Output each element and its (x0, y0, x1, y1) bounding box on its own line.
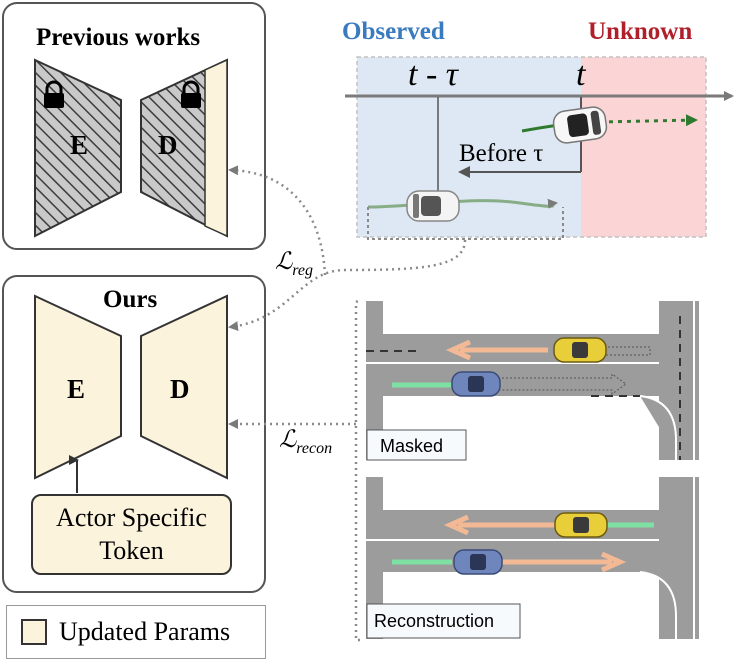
car-icon (406, 190, 460, 222)
car-icon (451, 371, 501, 397)
t-minus-tau-label: t - τ (408, 56, 458, 93)
masked-offroad-top (383, 301, 659, 334)
car-icon (553, 337, 607, 363)
legend: Updated Params (6, 605, 266, 659)
reconstruction-offroad-top (383, 477, 659, 510)
recon-loss-label: ℒrecon (279, 427, 333, 457)
masked-label: Masked (380, 436, 444, 456)
unknown-region (581, 57, 706, 237)
before-tau-label: Before τ (459, 140, 544, 167)
reconstruction-curb-line (639, 571, 677, 639)
scenes-bracket (230, 298, 361, 642)
lock-icon (44, 80, 64, 108)
masked-future-orange (445, 339, 548, 361)
ours-decoder-label: D (170, 374, 190, 404)
masked-label-box (366, 429, 467, 461)
future-trajectory (599, 114, 698, 127)
legend-swatch (21, 619, 47, 645)
token-label-line2: Token (99, 535, 164, 565)
previous-decoder-updated-strip (204, 58, 228, 238)
token-label-line1: Actor Specific (56, 503, 207, 532)
previous-decoder-label: D (158, 130, 178, 160)
ours-title: Ours (103, 286, 158, 313)
reconstruction-label-box (366, 603, 521, 639)
t-label: t (576, 56, 586, 93)
reg-loss-to-previous-arrow (228, 165, 327, 276)
ours-decoder-shape (140, 294, 228, 480)
observed-crop-connector (228, 239, 467, 332)
previous-works-title: Previous works (36, 24, 201, 51)
reconstruction-label: Reconstruction (374, 611, 495, 631)
observed-trajectory-crop (367, 207, 564, 240)
ours-encoder-shape (34, 294, 122, 480)
actor-specific-token-box: Actor Specific Token (31, 494, 232, 575)
previous-encoder-label: E (70, 130, 89, 160)
reconstruction-future-orange (500, 551, 627, 573)
car-icon (552, 106, 608, 144)
observed-label: Observed (342, 18, 445, 45)
unknown-label: Unknown (588, 18, 693, 45)
reconstruction-future-orange (443, 514, 558, 536)
ours-encoder-label: E (67, 374, 86, 404)
masked-curb-line (639, 395, 677, 460)
car-icon (554, 512, 608, 538)
reg-loss-label: ℒreg (275, 249, 314, 279)
legend-label: Updated Params (59, 617, 231, 646)
lock-icon (181, 80, 201, 108)
timeline-frame (356, 56, 707, 238)
car-icon (453, 549, 503, 575)
